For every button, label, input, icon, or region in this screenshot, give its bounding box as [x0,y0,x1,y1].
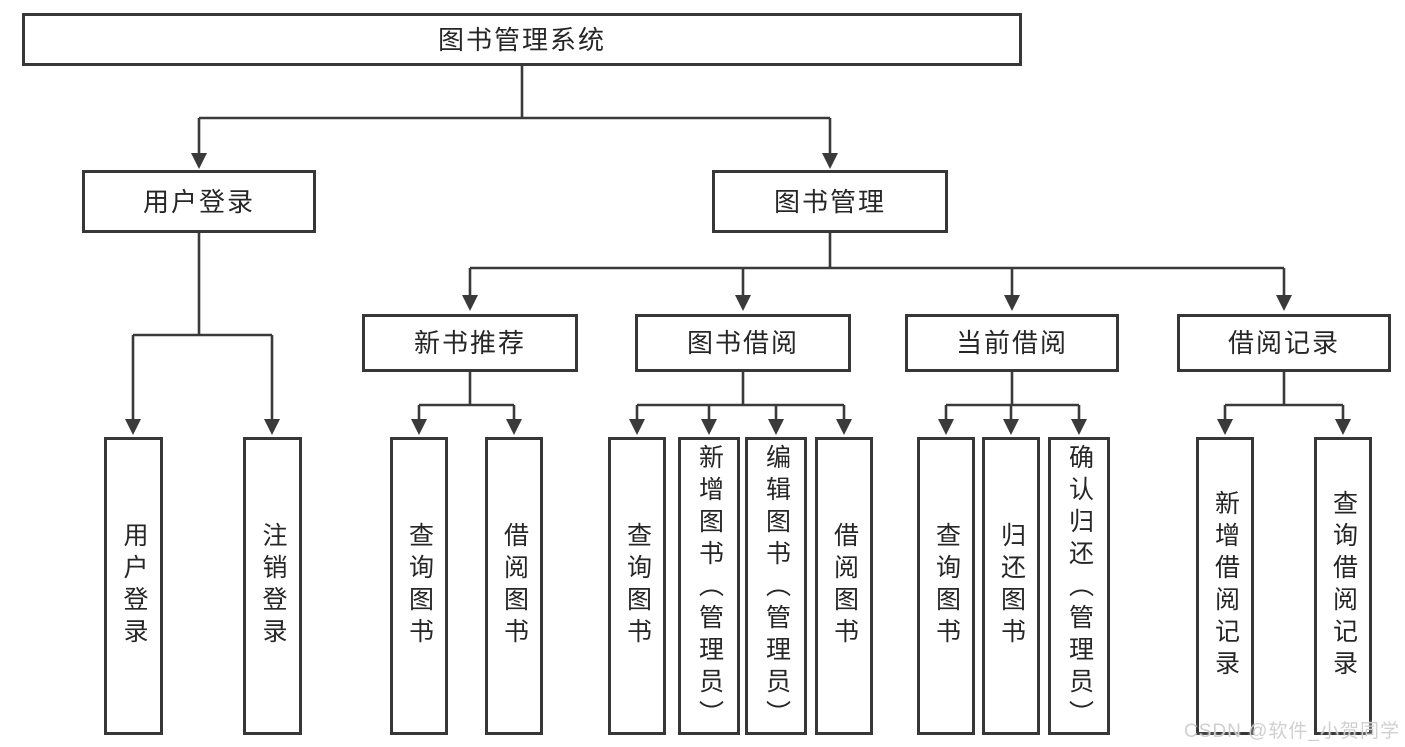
connector-bookborrow-children [629,372,852,435]
leaf-query-book-2-label: 查询图书 [623,522,652,650]
node-user-login-label: 用户登录 [142,186,255,217]
node-book-borrow: 图书借阅 [635,314,851,372]
node-current-borrow: 当前借阅 [905,314,1119,372]
node-book-management-label: 图书管理 [773,186,886,217]
connector-currentborrow-children [938,372,1087,435]
leaf-logout: 注销登录 [243,437,302,735]
leaf-user-login-label: 用户登录 [120,522,148,650]
node-borrow-record: 借阅记录 [1177,314,1391,372]
node-current-borrow-label: 当前借阅 [955,328,1068,358]
node-book-management: 图书管理 [712,170,948,233]
leaf-return-book: 归还图书 [982,437,1040,735]
node-library-system-label: 图书管理系统 [437,24,606,55]
leaf-query-book-3-label: 查询图书 [932,522,961,650]
connector-newbook-children [411,372,522,435]
leaf-add-borrow-record: 新增借阅记录 [1196,437,1254,735]
leaf-borrow-book-2-label: 借阅图书 [830,522,859,650]
leaf-borrow-book-1-label: 借阅图书 [500,522,529,650]
leaf-add-book-admin: 新增图书（管理员） [678,437,740,735]
leaf-borrow-book-2: 借阅图书 [815,437,873,735]
leaf-query-book-1: 查询图书 [390,437,448,735]
csdn-watermark: CSDN @软件_小贺同学 [1184,721,1400,742]
leaf-query-book-2: 查询图书 [608,437,666,735]
node-user-login: 用户登录 [82,170,316,233]
leaf-confirm-return-admin: 确认归还（管理员） [1048,437,1110,735]
node-library-system: 图书管理系统 [22,13,1022,66]
leaf-borrow-book-1: 借阅图书 [485,437,543,735]
leaf-edit-book-admin-label: 编辑图书（管理员） [762,444,791,732]
leaf-query-borrow-record: 查询借阅记录 [1314,437,1372,735]
connector-root-to-level2 [191,66,838,169]
node-new-book-recommend-label: 新书推荐 [413,328,526,358]
leaf-add-book-admin-label: 新增图书（管理员） [695,444,724,732]
connector-record-children [1217,372,1351,435]
leaf-query-borrow-record-label: 查询借阅记录 [1329,490,1358,682]
leaf-user-login: 用户登录 [104,437,163,735]
leaf-logout-label: 注销登录 [259,522,287,650]
leaf-query-book-1-label: 查询图书 [405,522,434,650]
leaf-confirm-return-admin-label: 确认归还（管理员） [1065,444,1094,732]
connector-user-login-children [125,233,280,435]
leaf-query-book-3: 查询图书 [917,437,975,735]
leaf-edit-book-admin: 编辑图书（管理员） [745,437,807,735]
node-book-borrow-label: 图书借阅 [686,328,799,358]
node-borrow-record-label: 借阅记录 [1227,328,1340,358]
leaf-add-borrow-record-label: 新增借阅记录 [1211,490,1240,682]
leaf-return-book-label: 归还图书 [997,522,1026,650]
connector-book-mgmt-to-level3 [462,233,1292,311]
node-new-book-recommend: 新书推荐 [362,314,578,372]
